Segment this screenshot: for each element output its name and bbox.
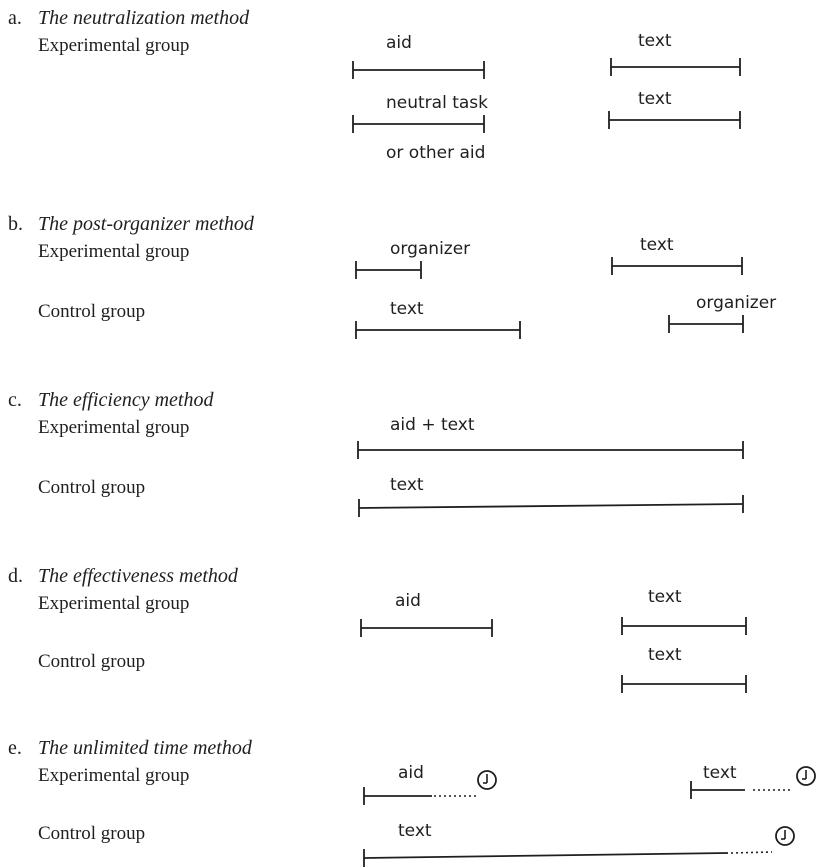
- timeline-bar: [360, 619, 493, 637]
- method-name: The post-organizer method: [38, 213, 254, 235]
- method-name: The efficiency method: [38, 389, 214, 411]
- group-label-e-experimental: Experimental group: [38, 765, 190, 786]
- timeline-bar: [358, 495, 744, 517]
- method-title-a: a. The neutralization method: [8, 8, 249, 28]
- bar-label: organizer: [390, 239, 470, 259]
- method-name: The neutralization method: [38, 7, 250, 29]
- group-label-c-control: Control group: [38, 477, 146, 498]
- bar-label: text: [640, 235, 674, 255]
- bar-label: aid: [395, 591, 421, 611]
- bar-label: text: [648, 587, 682, 607]
- method-letter: a.: [8, 7, 22, 29]
- bar-sublabel: or other aid: [386, 143, 485, 163]
- bar-label: neutral task: [386, 93, 488, 113]
- timeline-bar: [355, 261, 422, 279]
- method-title-e: e. The unlimited time method: [8, 738, 252, 758]
- timeline-bar: [621, 617, 747, 635]
- timeline-bar: [611, 257, 743, 275]
- group-label-d-experimental: Experimental group: [38, 593, 190, 614]
- timeline-bar: [352, 115, 485, 133]
- method-letter: e.: [8, 737, 22, 759]
- method-name: The unlimited time method: [38, 737, 252, 759]
- method-title-c: c. The efficiency method: [8, 390, 214, 410]
- clock-icon: [796, 766, 816, 786]
- method-title-d: d. The effectiveness method: [8, 566, 238, 586]
- bar-label: text: [398, 821, 432, 841]
- group-label-e-control: Control group: [38, 823, 146, 844]
- method-title-b: b. The post-organizer method: [8, 214, 254, 234]
- timeline-bar: [363, 787, 476, 805]
- timeline-bar: [363, 849, 773, 867]
- group-label-b-control: Control group: [38, 301, 146, 322]
- bar-label: aid + text: [390, 415, 475, 435]
- bar-label: aid: [398, 763, 424, 783]
- bar-label: text: [390, 475, 424, 495]
- bar-label: text: [703, 763, 737, 783]
- clock-icon: [477, 770, 497, 790]
- timeline-bar: [668, 315, 744, 333]
- timeline-bar: [355, 321, 521, 339]
- timeline-bar: [357, 441, 744, 459]
- timeline-bar: [608, 111, 741, 129]
- bar-label: organizer: [696, 293, 776, 313]
- bar-label: text: [390, 299, 424, 319]
- timeline-bar: [690, 781, 793, 799]
- timeline-bar: [352, 61, 485, 79]
- clock-icon: [775, 826, 795, 846]
- bar-label: aid: [386, 33, 412, 53]
- timeline-bar: [621, 675, 747, 693]
- timeline-bar: [610, 58, 741, 76]
- method-letter: c.: [8, 389, 22, 411]
- bar-label: text: [648, 645, 682, 665]
- method-name: The effectiveness method: [38, 565, 238, 587]
- bar-label: text: [638, 89, 672, 109]
- group-label-b-experimental: Experimental group: [38, 241, 190, 262]
- group-label-c-experimental: Experimental group: [38, 417, 190, 438]
- group-label-d-control: Control group: [38, 651, 146, 672]
- method-letter: d.: [8, 565, 23, 587]
- bar-label: text: [638, 31, 672, 51]
- method-letter: b.: [8, 213, 23, 235]
- group-label-a-experimental: Experimental group: [38, 35, 190, 56]
